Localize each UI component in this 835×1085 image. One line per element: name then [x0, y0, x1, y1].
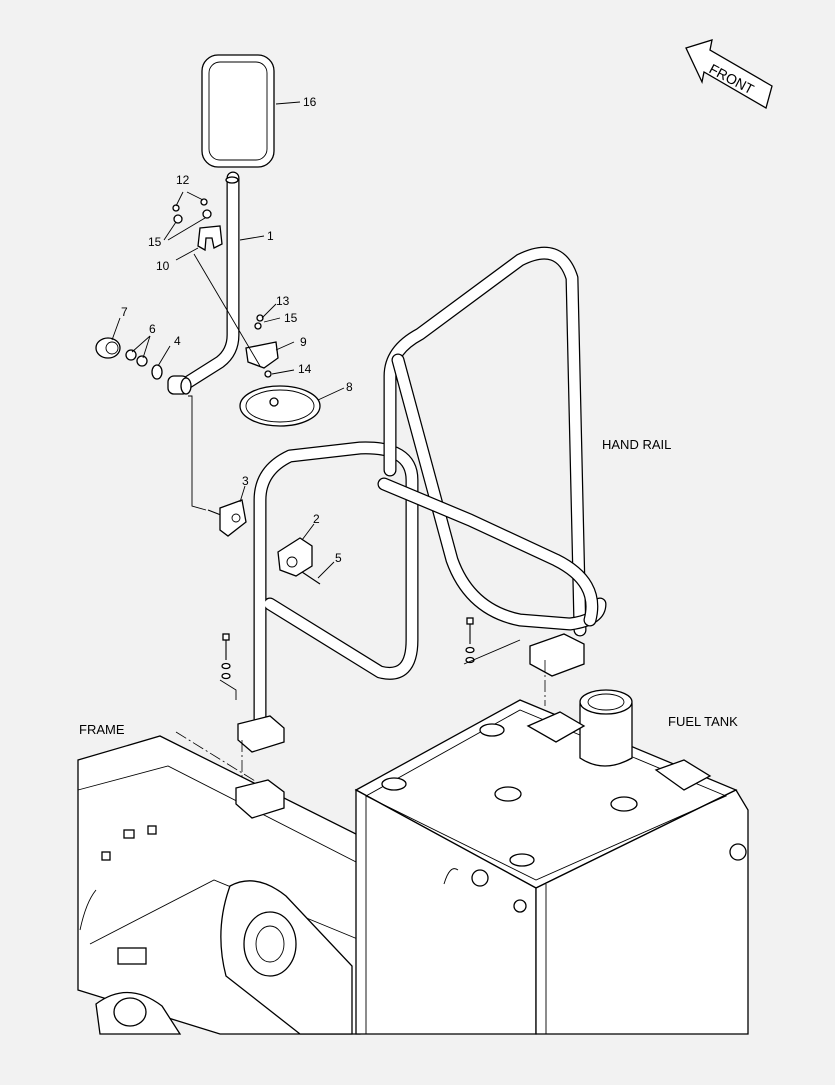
round-mirror: [239, 385, 321, 427]
callout-15-mid: 15: [284, 311, 298, 325]
fuel-tank: [354, 689, 749, 1035]
callout-2: 2: [313, 512, 320, 526]
callout-16: 16: [303, 95, 317, 109]
callout-15-top: 15: [148, 235, 162, 249]
round-mirror-bracket: [245, 314, 279, 378]
mirror-clamp: [172, 198, 223, 252]
callout-12: 12: [176, 173, 190, 187]
callout-4: 4: [174, 334, 181, 348]
callout-9: 9: [300, 335, 307, 349]
rail-mount-bolts: [219, 617, 521, 700]
frame-label: FRAME: [79, 722, 125, 737]
front-arrow-icon: FRONT: [685, 39, 773, 109]
callout-3: 3: [242, 474, 249, 488]
stay-bracket: [207, 499, 247, 537]
mirror-stay: [167, 171, 240, 395]
cap-nut-set: [95, 337, 163, 380]
callout-6: 6: [149, 322, 156, 336]
hand-rail: [237, 246, 607, 753]
callout-14: 14: [298, 362, 312, 376]
frame: [77, 735, 361, 1035]
hand-rail-label: HAND RAIL: [602, 437, 671, 452]
callout-5: 5: [335, 551, 342, 565]
fuel-tank-label: FUEL TANK: [668, 714, 738, 729]
handrail-clamp: [277, 537, 321, 585]
callout-7: 7: [121, 305, 128, 319]
leader-lines: [111, 101, 345, 579]
mirror-head: [201, 54, 275, 168]
callout-1: 1: [267, 229, 274, 243]
callout-13: 13: [276, 294, 290, 308]
callout-8: 8: [346, 380, 353, 394]
callout-10: 10: [156, 259, 170, 273]
